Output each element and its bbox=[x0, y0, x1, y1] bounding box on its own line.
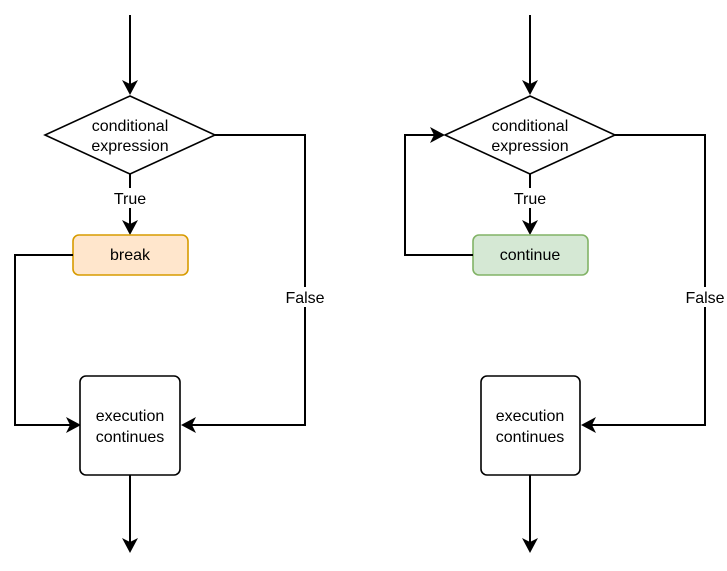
right-entry-arrow bbox=[522, 15, 538, 95]
continue-label: continue bbox=[500, 247, 561, 264]
right-execution-line1: execution bbox=[496, 408, 565, 425]
left-true-label: True bbox=[114, 191, 146, 208]
left-exit-arrow bbox=[122, 475, 138, 553]
left-execution-line2: continues bbox=[96, 429, 165, 446]
continue-box: continue bbox=[472, 234, 589, 276]
right-condition-line2: expression bbox=[491, 138, 568, 155]
right-flowchart: conditional expression True continue bbox=[404, 15, 727, 553]
left-false-label: False bbox=[285, 290, 324, 307]
right-exit-arrow bbox=[522, 475, 538, 553]
left-break-edge bbox=[14, 254, 81, 433]
right-condition-line1: conditional bbox=[492, 118, 569, 135]
left-true-edge: True bbox=[110, 174, 150, 235]
left-condition-diamond: conditional expression bbox=[43, 95, 217, 175]
break-box: break bbox=[72, 234, 189, 276]
right-false-label: False bbox=[685, 290, 724, 307]
left-execution-box: execution continues bbox=[79, 375, 181, 476]
right-false-edge: False bbox=[581, 134, 727, 433]
left-false-edge: False bbox=[181, 134, 328, 433]
right-condition-diamond: conditional expression bbox=[443, 95, 617, 175]
left-flowchart: conditional expression True break bbox=[14, 15, 328, 553]
right-execution-line2: continues bbox=[496, 429, 565, 446]
right-true-label: True bbox=[514, 191, 546, 208]
left-condition-line1: conditional bbox=[92, 118, 169, 135]
left-condition-line2: expression bbox=[91, 138, 168, 155]
left-entry-arrow bbox=[122, 15, 138, 95]
right-true-edge: True bbox=[510, 174, 550, 235]
left-execution-line1: execution bbox=[96, 408, 165, 425]
right-execution-box: execution continues bbox=[480, 375, 581, 476]
break-label: break bbox=[110, 247, 151, 264]
right-continue-loop-edge bbox=[404, 127, 473, 256]
